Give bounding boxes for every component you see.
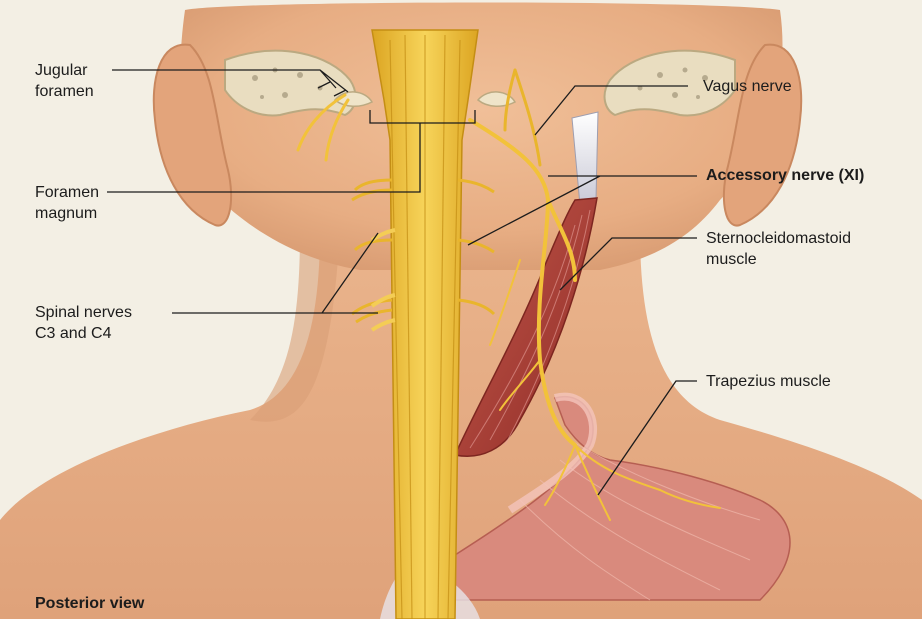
label-sternocleidomastoid-line1: Sternocleidomastoid (706, 228, 851, 249)
head (180, 3, 782, 271)
label-spinal-nerves-line2: C3 and C4 (35, 323, 112, 344)
label-jugular-foramen-line1: Jugular (35, 60, 87, 81)
label-sternocleidomastoid-line2: muscle (706, 249, 757, 270)
label-spinal-nerves-line1: Spinal nerves (35, 302, 132, 323)
label-accessory-nerve: Accessory nerve (XI) (706, 165, 864, 186)
label-vagus-nerve: Vagus nerve (703, 76, 792, 97)
label-foramen-magnum-line2: magnum (35, 203, 97, 224)
label-foramen-magnum-line1: Foramen (35, 182, 99, 203)
view-caption: Posterior view (35, 593, 144, 614)
label-jugular-foramen-line2: foramen (35, 81, 94, 102)
label-trapezius-muscle: Trapezius muscle (706, 371, 831, 392)
